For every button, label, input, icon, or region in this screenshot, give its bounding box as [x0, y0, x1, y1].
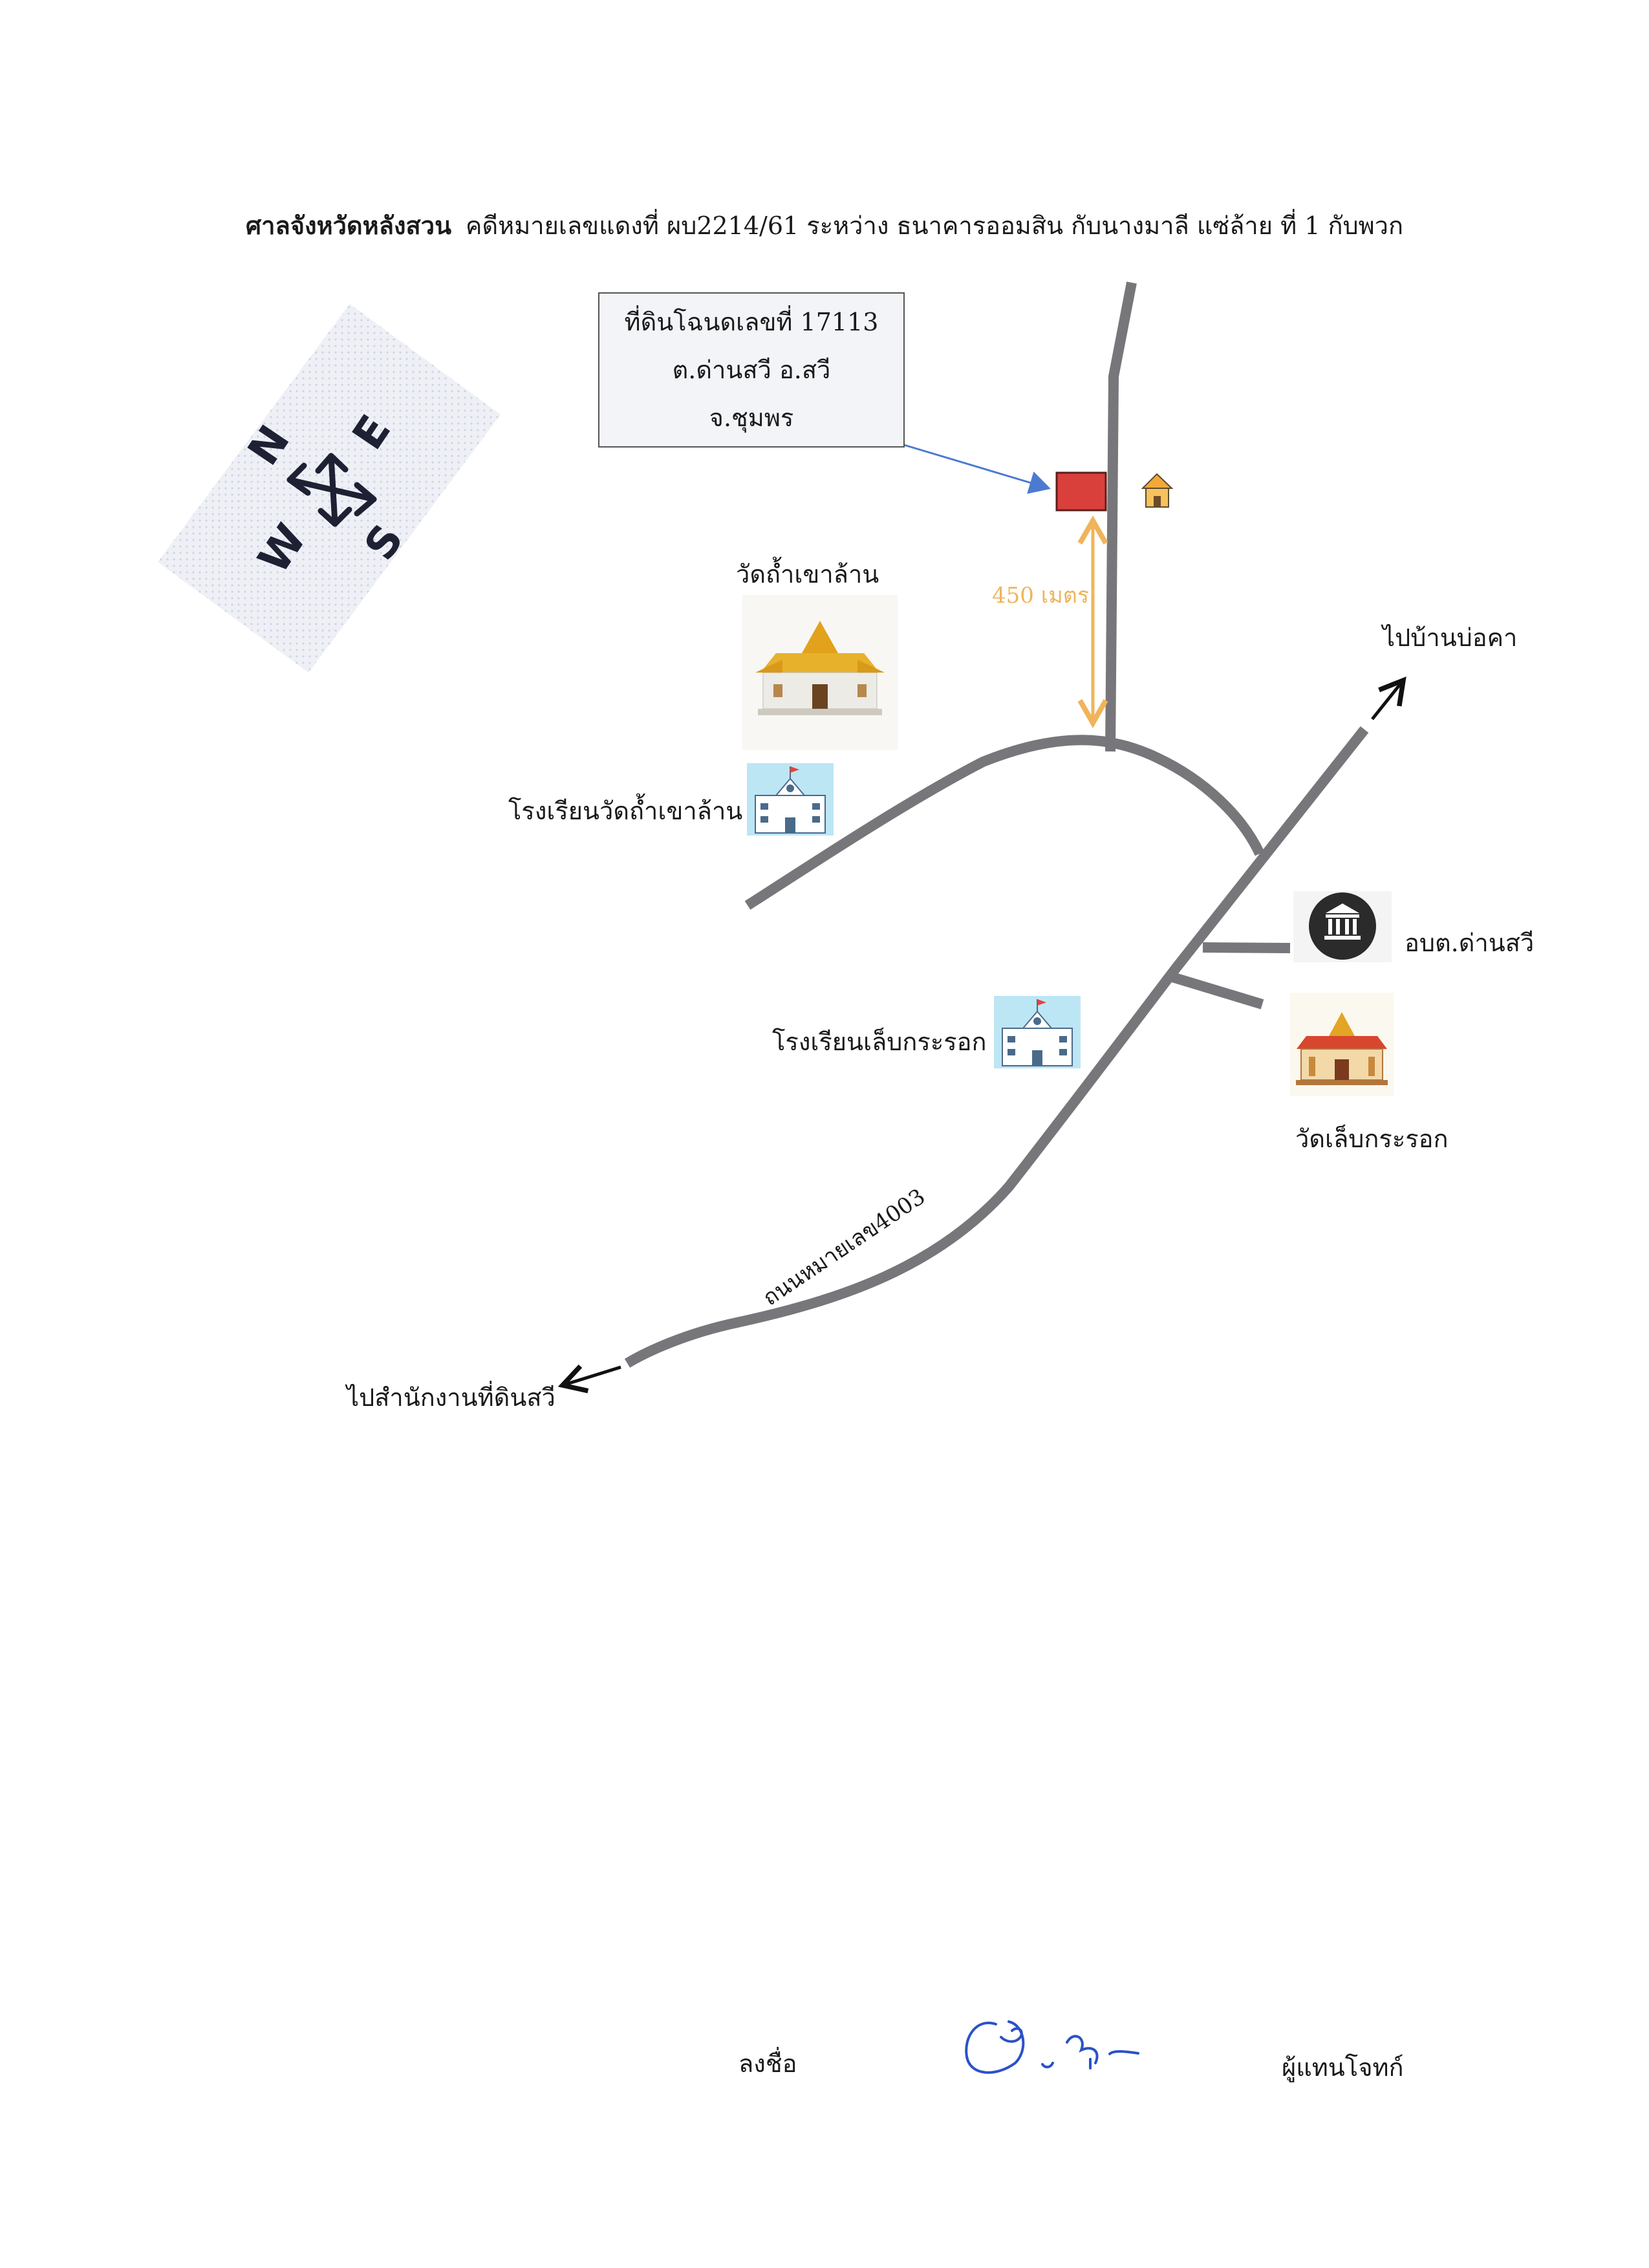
tambon-office-label: อบต.ด่านสวี [1405, 929, 1535, 957]
temple-lep-krarok-label: วัดเล็บกระรอก [1295, 1125, 1449, 1153]
document-header: ศาลจังหวัดหลังสวน คดีหมายเลขแดงที่ ผบ2214… [0, 206, 1649, 245]
school-khao-lan-label: โรงเรียนวัดถ้ำเขาล้าน [508, 797, 743, 825]
school-icon [747, 763, 834, 836]
signature-drawing [965, 2020, 1139, 2074]
arrow-to-land-office [557, 1364, 621, 1394]
road-4003 [624, 726, 1369, 1368]
distance-label: 450 เมตร [992, 583, 1090, 609]
road-to-tambon-office [1202, 942, 1291, 953]
road-west-curve [744, 735, 1265, 910]
temple-khao-lan-label: วัดถ้ำเขาล้าน [736, 560, 879, 589]
court-name: ศาลจังหวัดหลังสวน [246, 211, 452, 240]
parcel-deed-number: ที่ดินโฉนดเลขที่ 17113 [624, 308, 879, 336]
school-icon [994, 996, 1081, 1068]
compass-rose [286, 453, 377, 527]
house-icon [1141, 473, 1174, 508]
case-description: คดีหมายเลขแดงที่ ผบ2214/61 ระหว่าง ธนาคา… [466, 211, 1403, 240]
arrow-to-ban-bo-kha [1371, 676, 1406, 720]
signer-role-label: ผู้แทนโจทก์ [1282, 2053, 1404, 2082]
road-to-parcel [1105, 281, 1137, 752]
school-lep-krarok-label: โรงเรียนเล็บกระรอก [772, 1028, 987, 1056]
road-to-temple-lep-krarok [1169, 971, 1264, 1010]
parcel-province: จ.ชุมพร [709, 404, 794, 432]
parcel-info-box: ที่ดินโฉนดเลขที่ 17113 ต.ด่านสวี อ.สวี จ… [598, 292, 905, 448]
temple-icon [742, 595, 898, 750]
roads [624, 281, 1369, 1368]
to-ban-bo-kha-label: ไปบ้านบ่อคา [1383, 623, 1518, 652]
government-building-icon [1293, 891, 1392, 962]
temple-icon [1290, 993, 1394, 1096]
to-land-office-label: ไปสำนักงานที่ดินสวี [347, 1383, 555, 1412]
parcel-marker [1055, 471, 1107, 512]
parcel-subdistrict-district: ต.ด่านสวี อ.สวี [672, 356, 831, 384]
signature-label: ลงชื่อ [738, 2049, 797, 2078]
parcel-pointer-arrow [903, 444, 1051, 494]
